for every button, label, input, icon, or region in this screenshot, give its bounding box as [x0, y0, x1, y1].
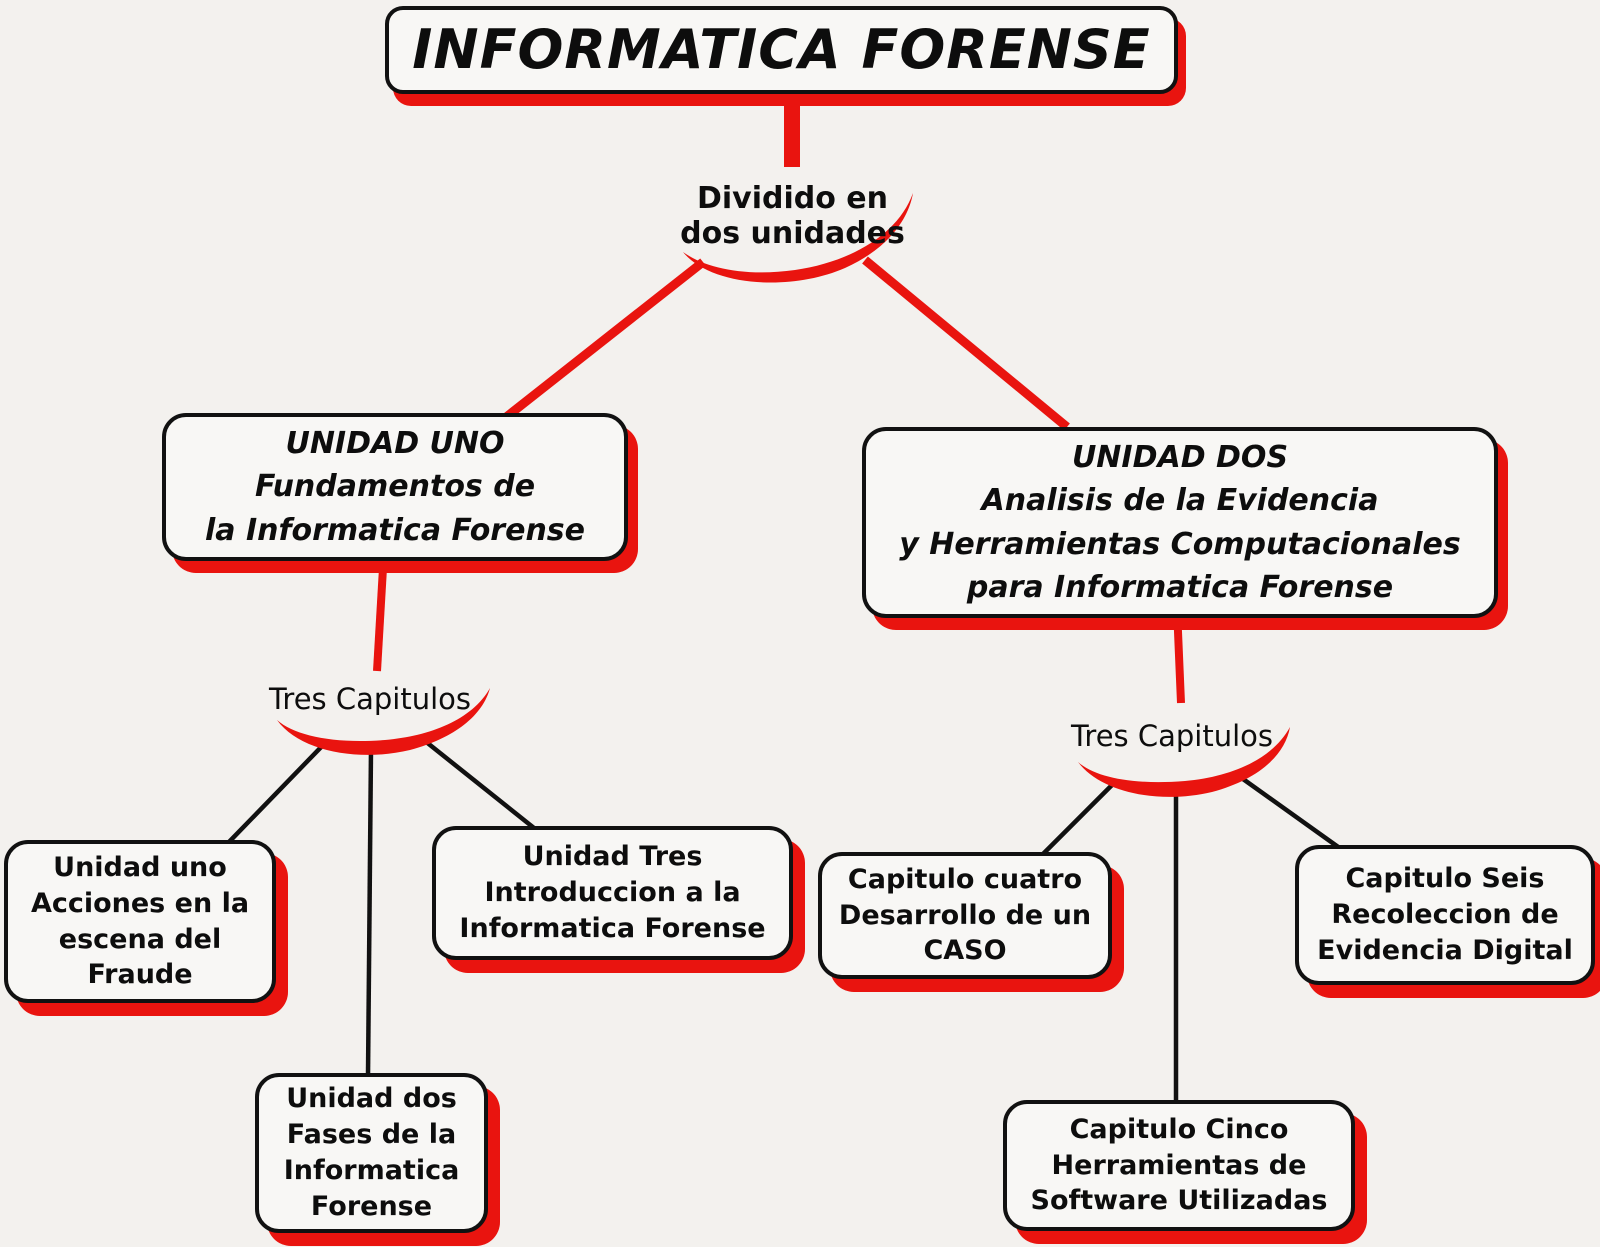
connector-tres-left-to-cap-1 [226, 739, 329, 845]
node-capitulo-unidad-tres-introduccion[interactable]: Unidad Tres Introduccion a la Informatic… [432, 826, 793, 960]
node-text-line: para Informatica Forense [966, 570, 1394, 605]
connector-tres-right-to-cap-6 [1241, 777, 1343, 851]
connector-tres-left-to-cap-2 [365, 748, 374, 1077]
node-text-line: Forense [310, 1190, 433, 1222]
node-text-line: Capitulo Cinco [1069, 1113, 1289, 1145]
node-text-line: Recoleccion de [1331, 899, 1559, 931]
root-title: INFORMATICA FORENSE [412, 18, 1151, 82]
node-text-line: y Herramientas Computacionales [899, 526, 1461, 562]
link-label-line: Dividido en [696, 181, 888, 216]
node-text-line: UNIDAD DOS [1071, 439, 1289, 475]
node-capitulo-unidad-uno-fraude[interactable]: Unidad uno Acciones en la escena del Fra… [4, 840, 276, 1003]
node-text-line: Fraude [87, 959, 193, 991]
node-text-line: Capitulo cuatro [847, 863, 1083, 895]
link-label-line: dos unidades [680, 216, 905, 251]
connector-unidad-dos-to-tres [1173, 607, 1185, 704]
node-unidad-uno[interactable]: UNIDAD UNO Fundamentos de la Informatica… [162, 413, 628, 561]
node-text-line: Herramientas de [1051, 1149, 1307, 1181]
node-text-line: Unidad Tres [522, 841, 703, 873]
crescent-arc-tres-left [277, 688, 490, 755]
node-text-line: Unidad dos [286, 1083, 457, 1115]
connector-dividido-to-unidad-dos [862, 256, 1070, 431]
connector-unidad-uno-to-tres [373, 550, 388, 672]
node-text-line: Fundamentos de [254, 469, 536, 505]
node-text-line: Acciones en la [30, 887, 250, 919]
link-label-line: Tres Capitulos [268, 682, 472, 716]
node-capitulo-cuatro-caso[interactable]: Capitulo cuatro Desarrollo de un CASO [818, 852, 1112, 979]
node-text-line: Fases de la [286, 1119, 457, 1151]
connector-tres-right-to-cap-4 [1040, 778, 1119, 857]
connector-dividido-to-unidad-uno [502, 258, 706, 422]
crescent-arc-dividido [683, 193, 913, 283]
link-label-dividido[interactable]: Dividido en dos unidades [640, 181, 945, 251]
node-text-line: Analisis de la Evidencia [981, 483, 1379, 518]
node-text-line: Evidencia Digital [1317, 934, 1573, 966]
node-text-line: Unidad uno [53, 851, 227, 883]
crescent-arc-tres-right [1078, 727, 1290, 797]
node-text-line: Introduccion a la [484, 877, 741, 909]
node-capitulo-unidad-dos-fases[interactable]: Unidad dos Fases de la Informatica Foren… [255, 1073, 488, 1233]
node-text-line: escena del [58, 923, 222, 955]
connector-tres-left-to-cap-3 [418, 735, 536, 830]
link-label-tres-capitulos-right[interactable]: Tres Capitulos [1042, 719, 1302, 753]
node-text-line: Informatica Forense [459, 912, 766, 944]
node-text-line: Capitulo Seis [1345, 863, 1545, 895]
node-unidad-dos[interactable]: UNIDAD DOS Analisis de la Evidencia y He… [862, 427, 1498, 618]
node-text-line: Software Utilizadas [1030, 1185, 1328, 1217]
node-text-line: la Informatica Forense [204, 512, 586, 548]
node-text-line: Informatica [283, 1155, 460, 1186]
node-capitulo-seis-evidencia[interactable]: Capitulo Seis Recoleccion de Evidencia D… [1295, 845, 1595, 985]
node-text-line: Desarrollo de un [838, 899, 1092, 931]
root-node-informatica-forense[interactable]: INFORMATICA FORENSE [385, 6, 1178, 94]
node-text-line: CASO [923, 935, 1007, 967]
node-text-line: UNIDAD UNO [285, 425, 505, 461]
node-capitulo-cinco-herramientas[interactable]: Capitulo Cinco Herramientas de Software … [1003, 1100, 1355, 1231]
link-label-line: Tres Capitulos [1070, 719, 1274, 753]
link-label-tres-capitulos-left[interactable]: Tres Capitulos [240, 682, 500, 716]
